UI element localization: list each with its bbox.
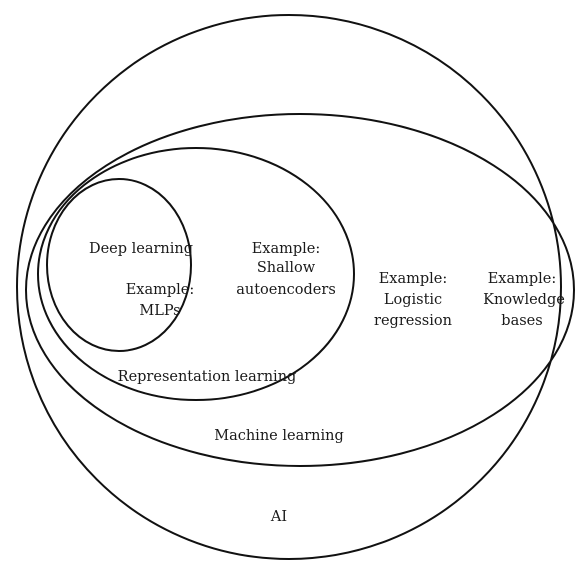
example-machine-learning-line-3: regression: [374, 313, 452, 329]
example-ai-line-2: Knowledge: [483, 292, 565, 308]
example-representation-learning-line-2: Shallow: [257, 260, 316, 276]
ring-ai: [16, 14, 562, 560]
label-deep-learning: Deep learning: [89, 241, 193, 257]
example-deep-learning-line-1: Example:: [126, 282, 195, 298]
example-representation-learning-line-1: Example:: [252, 241, 321, 257]
example-machine-learning-line-2: Logistic: [384, 292, 442, 308]
label-machine-learning: Machine learning: [214, 428, 344, 444]
example-machine-learning-line-1: Example:: [379, 271, 448, 287]
ring-machine-learning: [25, 113, 575, 467]
ring-representation-learning: [37, 147, 355, 401]
ring-deep-learning: [46, 178, 192, 352]
example-representation-learning-line-3: autoencoders: [236, 282, 336, 298]
example-ai-line-1: Example:: [488, 271, 557, 287]
example-ai-line-3: bases: [501, 313, 542, 329]
label-ai: AI: [270, 509, 287, 525]
label-representation-learning: Representation learning: [118, 369, 297, 385]
example-deep-learning-line-2: MLPs: [139, 303, 180, 319]
